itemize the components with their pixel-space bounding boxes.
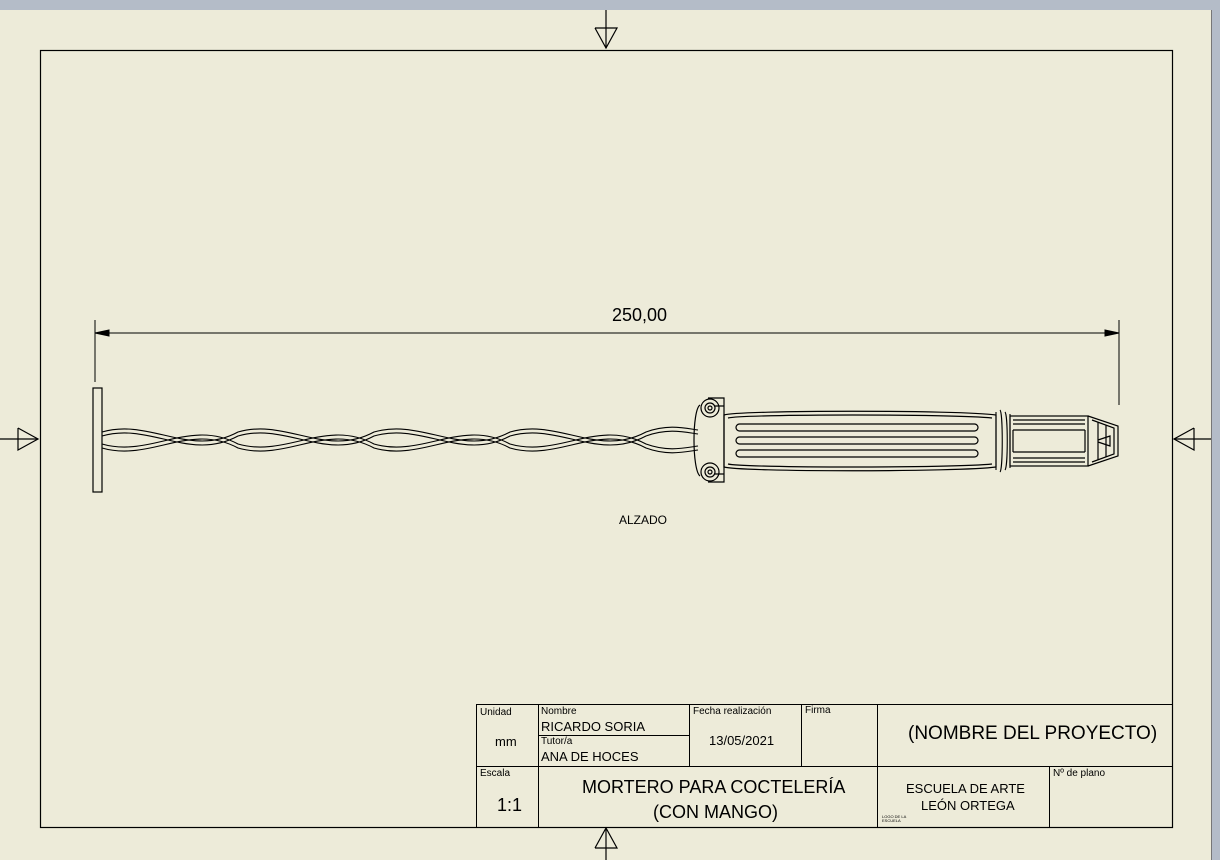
center-mark-bottom — [594, 826, 619, 860]
center-mark-left — [0, 427, 40, 452]
technical-drawing — [0, 10, 1212, 860]
escala-label: Escala — [480, 768, 511, 779]
drawing-title-line1: MORTERO PARA COCTELERÍA — [582, 777, 846, 797]
view-label: ALZADO — [619, 513, 668, 527]
escala-value: 1:1 — [497, 795, 523, 815]
twisted-rod — [101, 426, 699, 454]
title-block-grid — [476, 704, 1173, 828]
fecha-label: Fecha realización — [693, 706, 772, 717]
center-mark-top — [594, 10, 619, 50]
firma-label: Firma — [805, 705, 831, 716]
tutor-label: Tutor/a — [541, 736, 573, 747]
handle-collar — [995, 409, 1011, 473]
nombre-value: RICARDO SORIA — [541, 719, 646, 734]
center-mark-right — [1172, 427, 1212, 452]
handle-body — [723, 410, 997, 472]
handle-ferrule — [693, 397, 725, 483]
pestle-disc — [92, 387, 103, 493]
plano-label: Nº de plano — [1053, 768, 1106, 779]
unidad-label: Unidad — [480, 707, 512, 718]
school-logo-line2: ESCUELA — [882, 818, 901, 823]
tutor-value: ANA DE HOCES — [541, 749, 639, 764]
school-name-line2: LEÓN ORTEGA — [921, 798, 1015, 813]
school-logo-line1: LOGO DE LA — [882, 814, 907, 819]
dimension-value: 250,00 — [612, 305, 668, 325]
dimension-line — [94, 320, 1120, 405]
unidad-value: mm — [495, 734, 517, 749]
drawing-sheet: 250,00 ALZADO Unidad mm Nombre RICARDO S… — [0, 10, 1212, 860]
school-name-line1: ESCUELA DE ARTE — [906, 781, 1025, 796]
drawing-title-line2: (CON MANGO) — [653, 802, 778, 822]
nombre-label: Nombre — [541, 706, 577, 717]
fecha-value: 13/05/2021 — [709, 733, 775, 748]
project-name: (NOMBRE DEL PROYECTO) — [908, 723, 1158, 744]
handle-cap — [1009, 415, 1119, 467]
